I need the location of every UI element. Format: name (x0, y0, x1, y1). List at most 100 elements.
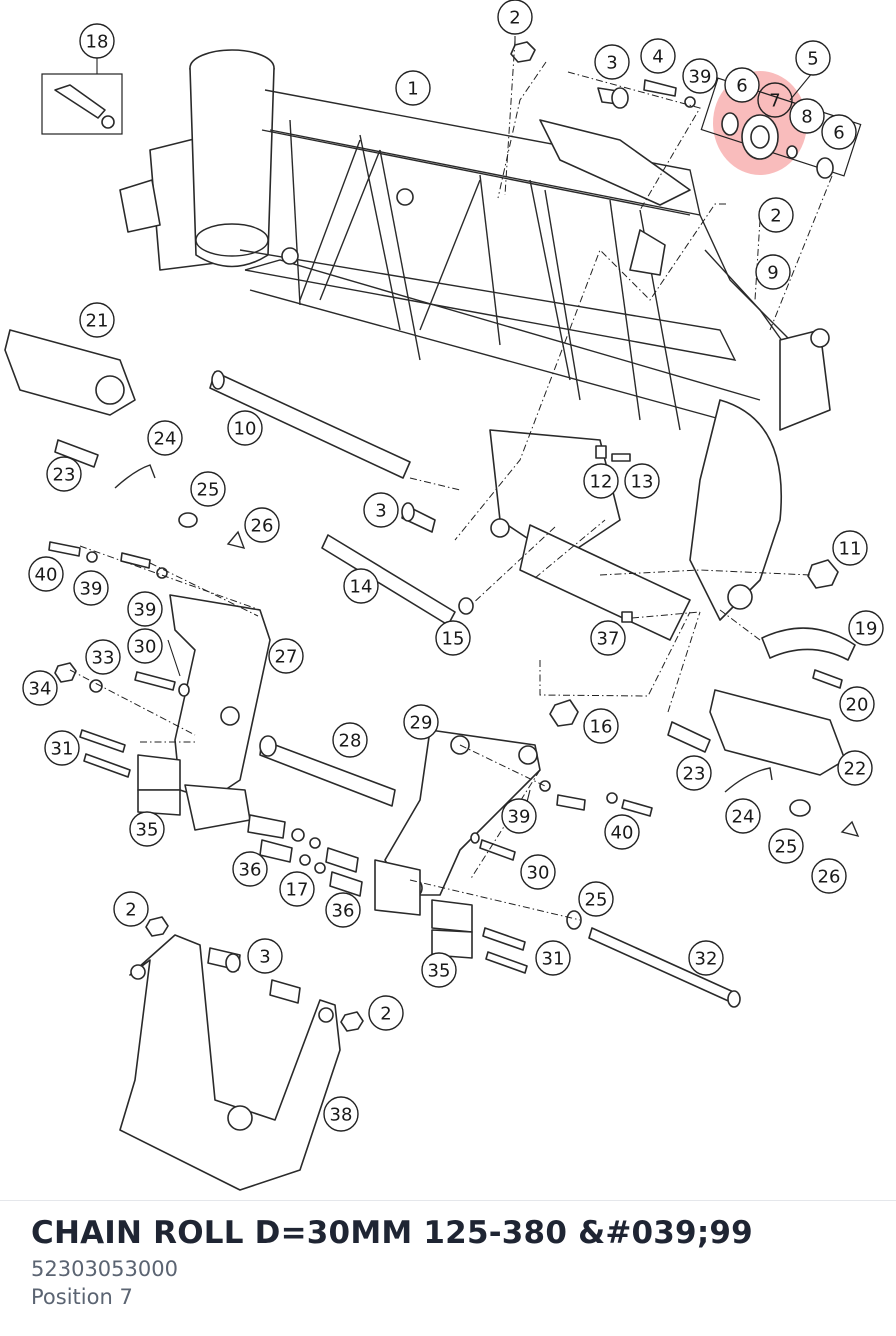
callout-number: 20 (846, 695, 869, 716)
callout-circle (28, 556, 64, 592)
callout-number: 33 (92, 648, 115, 669)
callout-15: 15 (435, 620, 471, 656)
kit-box (41, 73, 123, 135)
callout-circle (757, 82, 793, 118)
callout-10: 10 (227, 410, 263, 446)
callout-number: 31 (542, 949, 565, 970)
callout-14: 14 (343, 568, 379, 604)
callout-40: 40 (28, 556, 64, 592)
exploded-parts-diagram: 1821343956786292110242325121332611403914… (4, 0, 884, 1191)
callout-29: 29 (403, 704, 439, 740)
callout-circle (190, 471, 226, 507)
callout-circle (343, 568, 379, 604)
callout-8: 8 (789, 98, 825, 134)
callout-4: 4 (640, 38, 676, 74)
callout-number: 30 (527, 863, 550, 884)
callout-19: 19 (848, 610, 884, 646)
callout-number: 21 (86, 311, 109, 332)
callout-39: 39 (73, 570, 109, 606)
callout-23: 23 (46, 456, 82, 492)
callout-number: 28 (339, 731, 362, 752)
callout-circle (811, 858, 847, 894)
callout-circle (421, 952, 457, 988)
callout-circle (821, 114, 857, 150)
callout-number: 7 (769, 91, 780, 112)
callout-circle (724, 67, 760, 103)
callout-26: 26 (811, 858, 847, 894)
callout-31: 31 (535, 940, 571, 976)
callout-25: 25 (578, 881, 614, 917)
callout-number: 24 (154, 429, 177, 450)
callout-number: 24 (732, 807, 755, 828)
callout-6: 6 (821, 114, 857, 150)
callout-circle (127, 591, 163, 627)
callout-number: 3 (606, 53, 617, 74)
callout-36: 36 (325, 892, 361, 928)
callout-circle (497, 0, 533, 35)
callout-circle (323, 1096, 359, 1132)
callout-number: 39 (689, 67, 712, 88)
callout-circle (789, 98, 825, 134)
callout-number: 10 (234, 419, 257, 440)
callout-circle (624, 463, 660, 499)
callout-number: 17 (286, 880, 309, 901)
callout-number: 6 (833, 123, 844, 144)
callout-circle (535, 940, 571, 976)
callout-circle (604, 814, 640, 850)
callout-number: 35 (428, 961, 451, 982)
callout-24: 24 (725, 798, 761, 834)
callout-24: 24 (147, 420, 183, 456)
callout-number: 39 (134, 600, 157, 621)
callout-number: 23 (53, 465, 76, 486)
callout-circle (501, 798, 537, 834)
callout-28: 28 (332, 722, 368, 758)
callout-number: 15 (442, 629, 465, 650)
callout-circle (520, 854, 556, 890)
callout-circle (435, 620, 471, 656)
callout-21: 21 (79, 302, 115, 338)
callout-number: 26 (818, 867, 841, 888)
callout-22: 22 (837, 750, 873, 786)
callout-number: 29 (410, 713, 433, 734)
callout-circle (578, 881, 614, 917)
callout-circle (725, 798, 761, 834)
callout-circle (22, 670, 58, 706)
callout-35: 35 (129, 811, 165, 847)
callout-11: 11 (832, 530, 868, 566)
callout-number: 2 (770, 206, 781, 227)
callout-number: 5 (807, 49, 818, 70)
callout-number: 25 (585, 890, 608, 911)
callout-circle (244, 507, 280, 543)
callout-number: 32 (695, 949, 718, 970)
callout-number: 22 (844, 759, 867, 780)
callout-20: 20 (839, 686, 875, 722)
callout-7: 7 (757, 82, 793, 118)
callout-circle (79, 23, 115, 59)
callout-circle (363, 492, 399, 528)
callout-circle (594, 44, 630, 80)
callout-number: 26 (251, 516, 274, 537)
callout-number: 2 (380, 1004, 391, 1025)
callout-6: 6 (724, 67, 760, 103)
callout-25: 25 (190, 471, 226, 507)
callout-circle (46, 456, 82, 492)
callout-number: 36 (332, 901, 355, 922)
callout-40: 40 (604, 814, 640, 850)
callout-number: 39 (80, 579, 103, 600)
callout-circle (79, 302, 115, 338)
callout-39: 39 (501, 798, 537, 834)
callout-circle (403, 704, 439, 740)
callout-number: 23 (683, 764, 706, 785)
callout-circle (147, 420, 183, 456)
callout-30: 30 (127, 628, 163, 664)
callout-circle (73, 570, 109, 606)
part-info-panel: CHAIN ROLL D=30MM 125-380 &#039;99 52303… (0, 1200, 896, 1336)
callout-circle (755, 254, 791, 290)
callout-circle (583, 463, 619, 499)
callout-number: 31 (51, 739, 74, 760)
callout-circle (227, 410, 263, 446)
callout-circle (85, 639, 121, 675)
callout-39: 39 (682, 58, 718, 94)
callout-circle (325, 892, 361, 928)
